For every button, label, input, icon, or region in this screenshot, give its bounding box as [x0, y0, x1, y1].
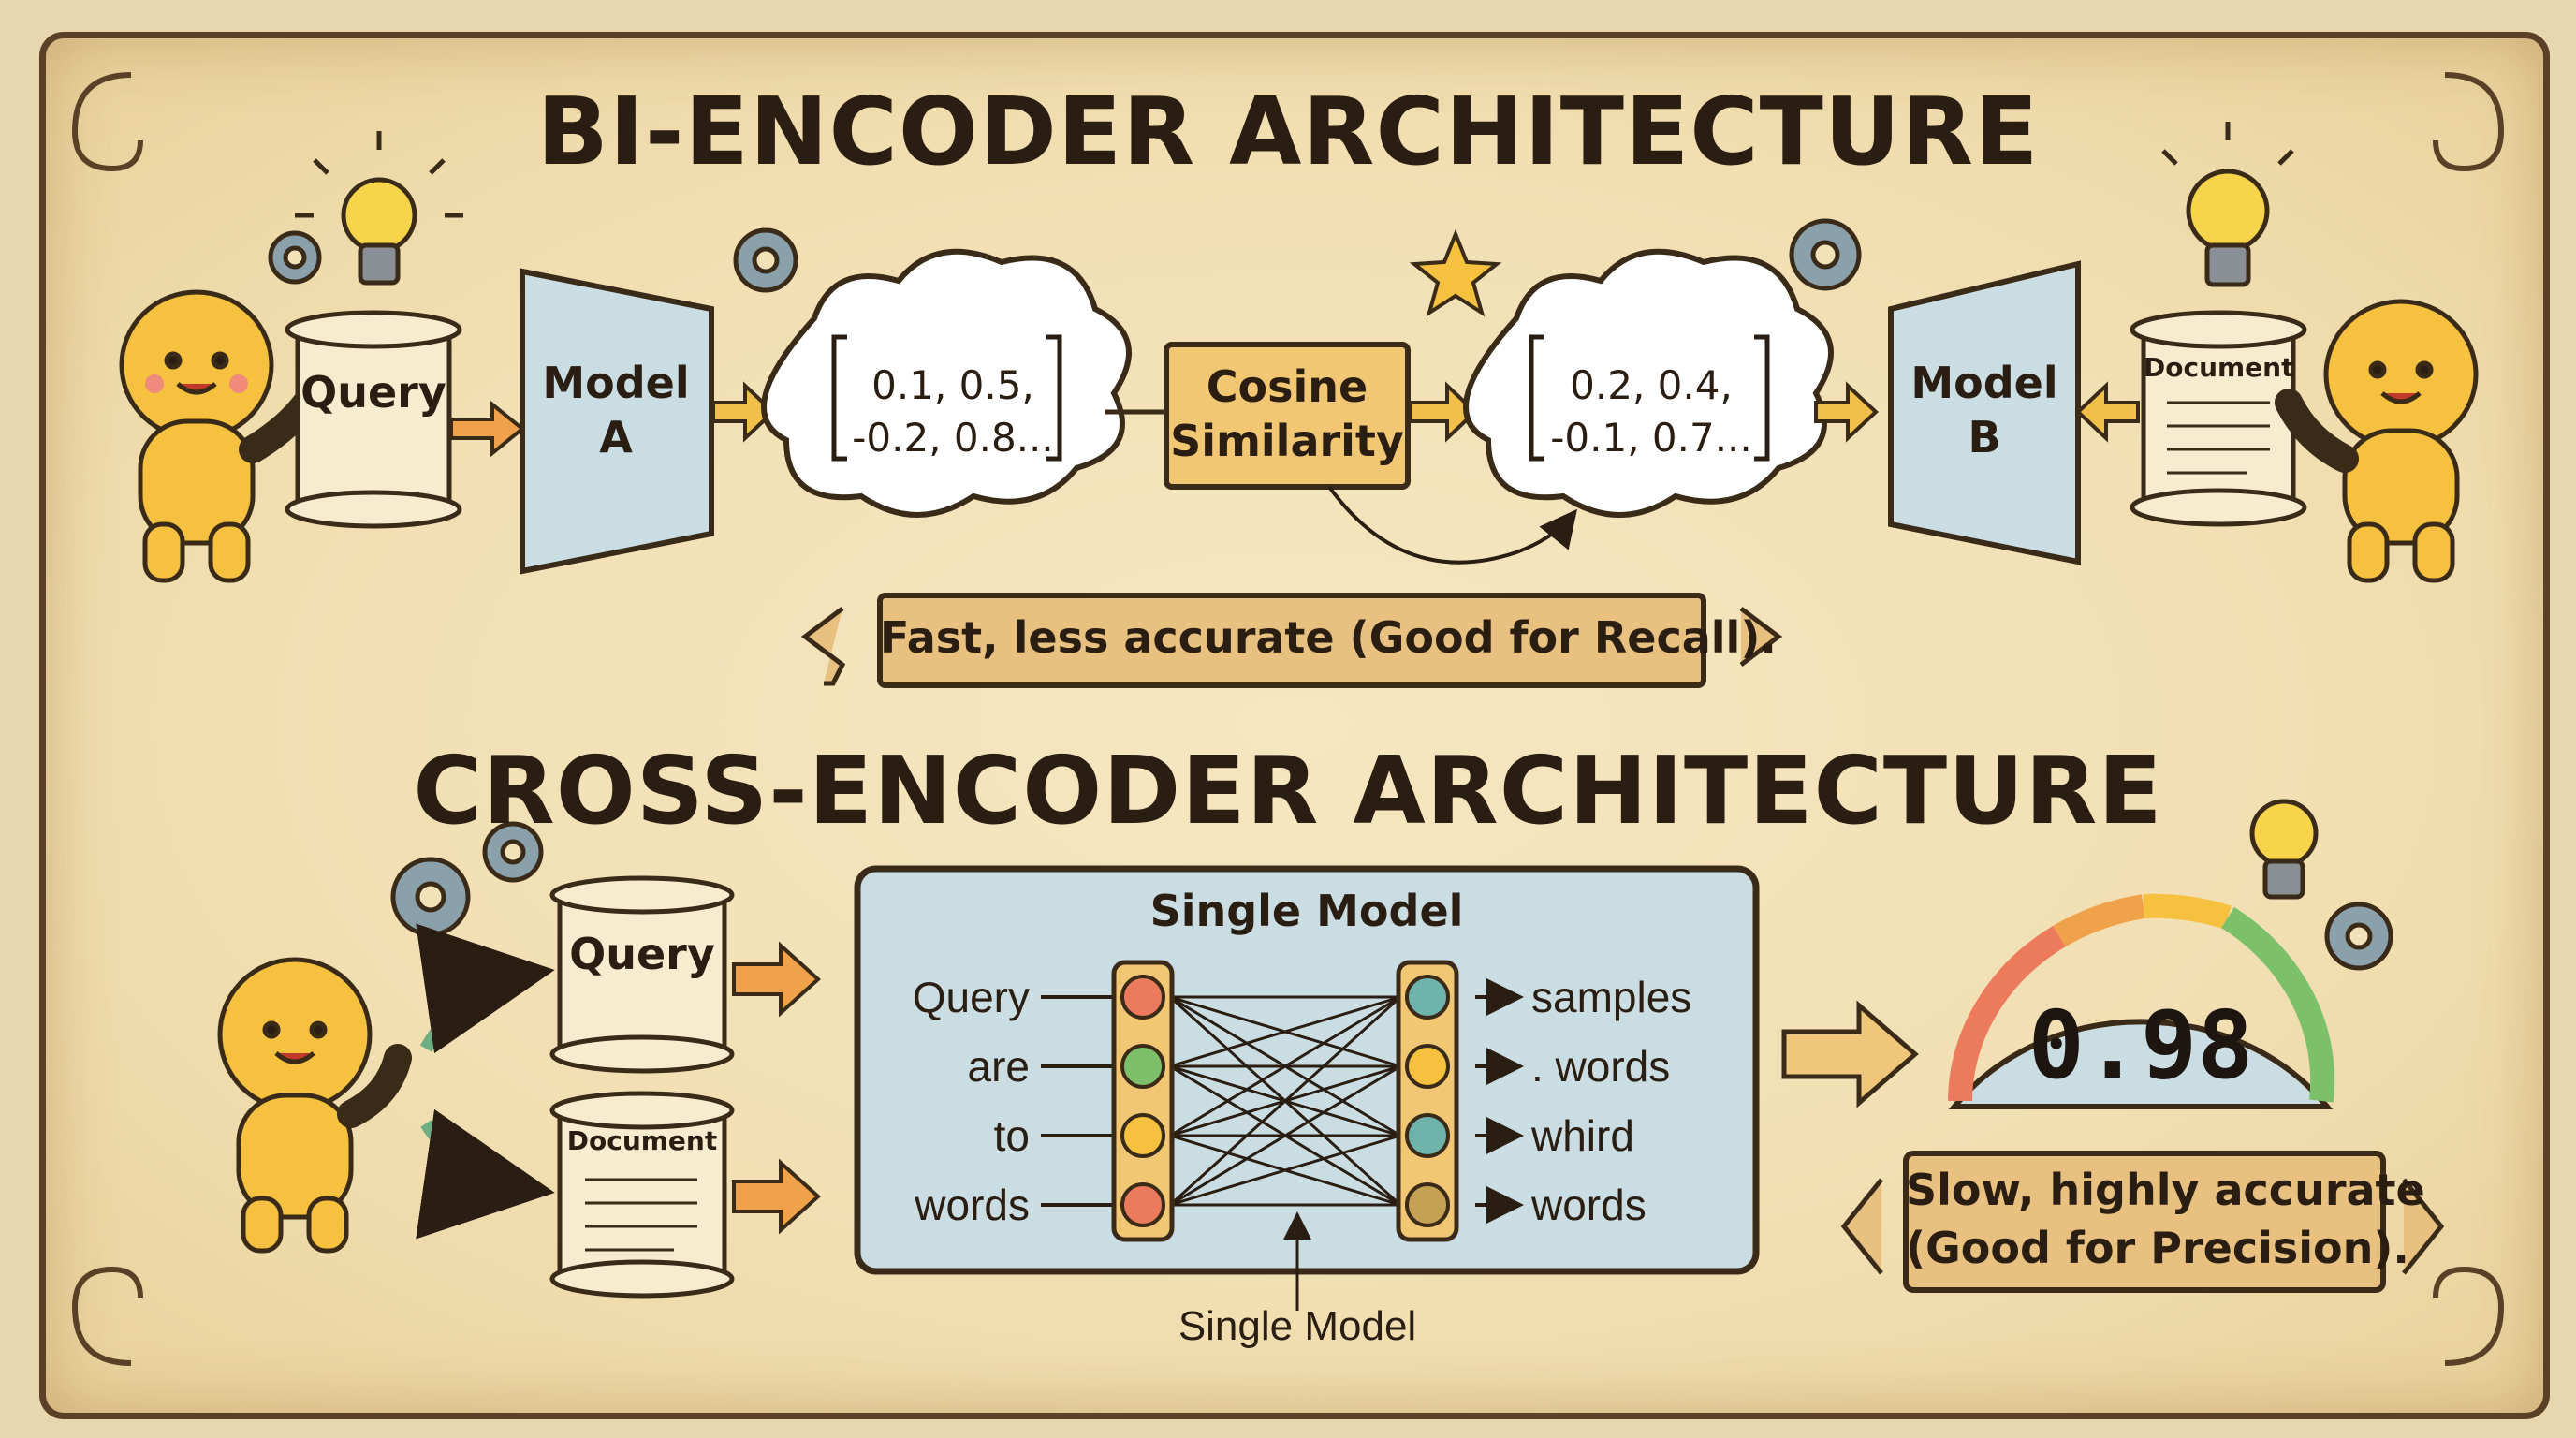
vector-b-values: 0.2, 0.4, -0.1, 0.7... [1531, 360, 1771, 464]
gear-icon [268, 218, 1862, 293]
output-nodes [1405, 975, 1450, 1227]
model-b-line1: Model [1910, 358, 2058, 408]
vector-a-line1: 0.1, 0.5, [871, 362, 1034, 408]
corner-flourish-icon [71, 72, 2505, 1366]
input-token-1: are [967, 1042, 1030, 1091]
model-a-line1: Model [542, 358, 690, 408]
model-a-box [520, 268, 714, 575]
arrow-cosine-to-vector-b [1408, 381, 1478, 443]
cosine-line2: Similarity [1170, 416, 1404, 466]
arrow-to-score [1781, 1000, 1919, 1108]
cross-query-scroll [549, 875, 735, 1074]
arrow-green-up [416, 923, 555, 1054]
model-b-box [1888, 260, 2081, 565]
gear-icon [390, 821, 2393, 971]
curved-arrow [1327, 485, 1577, 565]
character-bottom-icon [217, 957, 412, 1254]
document-scroll [2130, 310, 2307, 527]
token-connectors [1041, 978, 1524, 1224]
cosine-line1: Cosine [1206, 361, 1368, 412]
vector-b-line1: 0.2, 0.4, [1570, 362, 1733, 408]
input-token-0: Query [912, 973, 1030, 1021]
vector-a-cloud [761, 248, 1132, 518]
cross-banner-ribbon [1903, 1151, 2386, 1293]
cross-query-label: Query [569, 929, 715, 979]
cross-banner-text: Slow, highly accurate (Good for Precisio… [1906, 1161, 2425, 1277]
arrow-document-to-model-b [2075, 381, 2140, 443]
cross-document-scroll [549, 1091, 735, 1299]
bi-banner-text: Fast, less accurate (Good for Recall). [880, 612, 1777, 663]
arrow-model-a-to-vector [711, 381, 776, 443]
single-model-caption: Single Model [1178, 1303, 1417, 1349]
input-nodes [1120, 975, 1165, 1227]
arrow-query-to-model-a [449, 400, 526, 458]
model-a-label: Model A [522, 356, 710, 464]
bi-encoder-title: BI-ENCODER ARCHITECTURE [536, 77, 2040, 186]
bi-query-label: Query [300, 367, 446, 418]
arrow-green-down [416, 1108, 555, 1240]
arrow-document-to-single-model [732, 1158, 821, 1235]
lightbulb-icon [2161, 122, 2294, 287]
character-right-icon [2275, 299, 2479, 583]
cross-encoder-title: CROSS-ENCODER ARCHITECTURE [413, 736, 2163, 845]
lightbulb-icon [2249, 799, 2319, 900]
bi-banner-ribbon [877, 593, 1706, 688]
output-token-3: words [1531, 1181, 1647, 1229]
vector-a-line2: -0.2, 0.8... [852, 415, 1054, 461]
character-left-icon [119, 289, 332, 583]
single-model-box [854, 865, 1760, 1275]
output-token-2: whird [1531, 1111, 1634, 1160]
input-layer-column [1111, 960, 1175, 1242]
similarity-score: 0.98 [2027, 990, 2254, 1100]
cross-document-label: Document [566, 1125, 718, 1156]
cross-banner-line2: (Good for Precision). [1906, 1223, 2409, 1273]
cosine-similarity-label: Cosine Similarity [1166, 360, 1408, 468]
arrow-vector-b-to-model-b [1814, 381, 1879, 443]
single-model-title: Single Model [1149, 886, 1464, 936]
bi-document-label: Document [2144, 352, 2294, 383]
vector-b-cloud [1463, 248, 1834, 518]
attention-lines [1168, 995, 1402, 1207]
model-b-label: Model B [1891, 356, 2078, 464]
input-token-2: to [993, 1111, 1030, 1160]
output-token-0: samples [1531, 973, 1692, 1021]
vector-a-values: 0.1, 0.5, -0.2, 0.8... [833, 360, 1073, 464]
output-token-1: . words [1531, 1042, 1671, 1091]
output-layer-column [1396, 960, 1459, 1242]
arrow-query-to-single-model [732, 941, 821, 1018]
cross-banner-line1: Slow, highly accurate [1906, 1165, 2425, 1215]
input-token-3: words [915, 1181, 1030, 1229]
score-gauge [1948, 1019, 2334, 1109]
query-scroll [285, 310, 462, 529]
model-a-line2: A [599, 412, 633, 462]
vector-b-line2: -0.1, 0.7... [1550, 415, 1752, 461]
star-icon [1409, 228, 1502, 317]
lightbulb-icon [295, 131, 463, 286]
model-b-line2: B [1968, 412, 2001, 462]
